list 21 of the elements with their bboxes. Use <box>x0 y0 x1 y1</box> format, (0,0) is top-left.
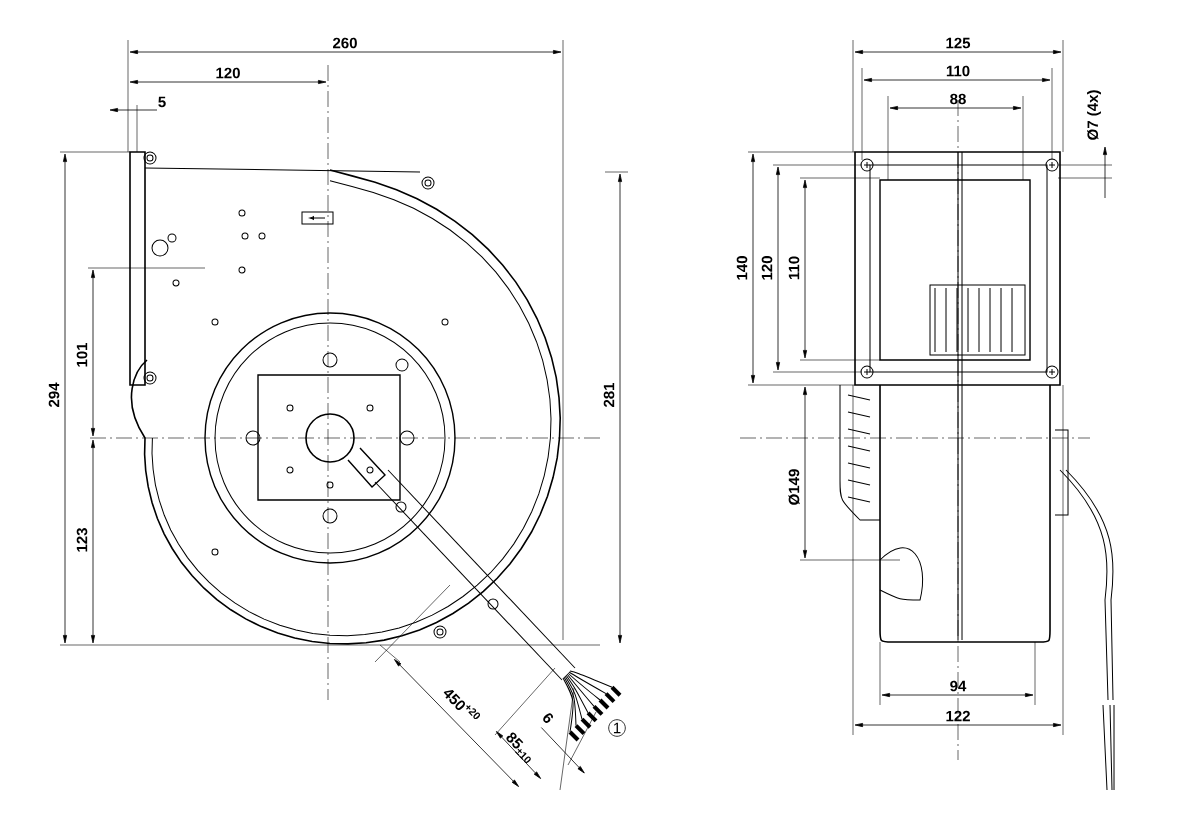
dimension-label: 450$^{+20}$ <box>443 689 481 720</box>
dimension-label: 294 <box>48 382 60 407</box>
dimension-label: 123 <box>76 528 88 552</box>
dimension-label: 85$_{±10}$ <box>506 732 531 764</box>
callout-number: 1 <box>608 719 626 737</box>
dimension-label: 122 <box>946 710 970 722</box>
dimension-label: 110 <box>946 65 970 77</box>
dimension-label: 140 <box>736 256 748 280</box>
dimension-label: 125 <box>946 37 971 49</box>
dimension-label: 6 <box>543 713 553 723</box>
dimension-label: Ø149 <box>788 469 800 505</box>
dimension-label: 5 <box>158 96 166 108</box>
dimension-label: 110 <box>788 256 800 280</box>
dimension-label: 94 <box>950 680 967 692</box>
dimension-label: 120 <box>761 256 773 280</box>
dimension-label: 88 <box>950 93 966 105</box>
dimension-label: 101 <box>76 342 88 367</box>
dimension-label: 120 <box>216 67 240 79</box>
dimension-label: 260 <box>333 37 357 49</box>
dimension-label: 281 <box>603 382 615 407</box>
dimension-label: Ø7 (4x) <box>1087 90 1101 140</box>
